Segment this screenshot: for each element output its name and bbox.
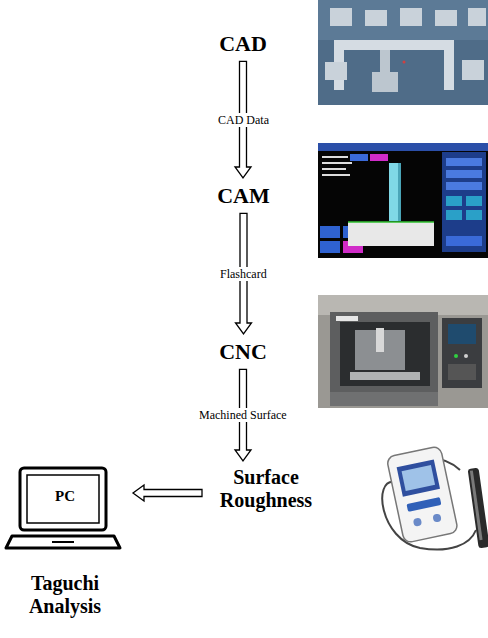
cam-screen: [318, 143, 488, 258]
edge-label: Machined Surface: [197, 408, 289, 422]
step-label: CNC: [215, 339, 271, 364]
step-node: CAM: [213, 183, 274, 208]
step-label: CAD: [215, 31, 271, 56]
step-node: CNC: [215, 339, 271, 364]
cad-render: [318, 0, 488, 105]
edge-label: Flashcard: [218, 267, 269, 281]
screen-label: PC: [2, 488, 128, 505]
caption-text: Taguchi Analysis: [2, 572, 128, 618]
step-node: CAD: [215, 31, 271, 56]
cnc-machine: [318, 295, 488, 408]
pc-node: PC Taguchi Analysis: [2, 462, 128, 634]
edge-label: CAD Data: [216, 113, 271, 127]
laptop-icon: [2, 462, 128, 562]
step-node: Surface Roughness: [207, 466, 325, 512]
hollow-arrow: [133, 485, 202, 501]
step-label: Surface Roughness: [207, 466, 325, 512]
step-label: CAM: [213, 183, 274, 208]
roughness-tester: [382, 446, 488, 550]
